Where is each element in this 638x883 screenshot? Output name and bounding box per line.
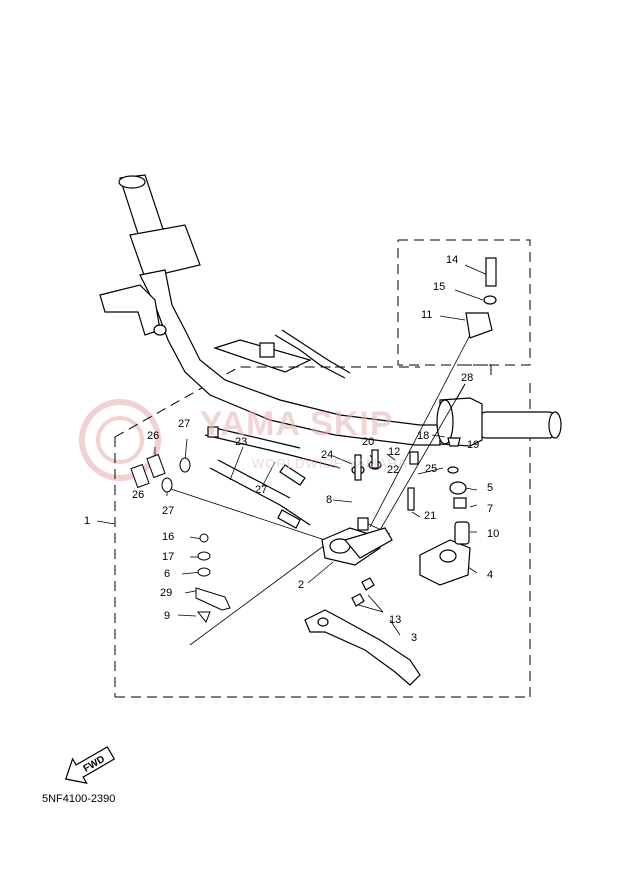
callout-18: 18 (417, 430, 430, 442)
callout-27-bottom: 27 (162, 505, 175, 517)
callout-23: 23 (235, 436, 248, 448)
callout-5: 5 (487, 482, 494, 494)
callout-29: 29 (160, 587, 173, 599)
lever-assembly (304, 257, 497, 686)
handlebar (99, 174, 441, 446)
callout-12: 12 (388, 446, 401, 458)
callout-25: 25 (425, 463, 438, 475)
hardware-parts (130, 453, 231, 623)
throttle-grip (436, 397, 562, 447)
part-code: 5NF4100-2390 (42, 793, 116, 805)
callout-9: 9 (164, 610, 171, 622)
callout-19: 19 (467, 439, 480, 451)
callout-21: 21 (424, 510, 437, 522)
callout-26-top: 26 (147, 430, 160, 442)
fwd-label: FWD (82, 754, 107, 775)
callout-17: 17 (162, 551, 175, 563)
callout-20: 20 (362, 436, 375, 448)
callout-24: 24 (321, 449, 334, 461)
watermark-logo (79, 399, 161, 481)
callout-26-bottom: 26 (132, 489, 145, 501)
callout-3: 3 (411, 632, 418, 644)
fwd-arrow: FWD (64, 746, 116, 784)
callout-11: 11 (421, 309, 433, 321)
callout-22: 22 (387, 464, 400, 476)
callout-4: 4 (487, 569, 494, 581)
callout-16: 16 (162, 531, 175, 543)
leader-lines (96, 264, 491, 646)
watermark-sub-text: WORLDWIDE YAMAHA (252, 456, 408, 471)
callout-8: 8 (326, 494, 333, 506)
callout-2: 2 (298, 579, 305, 591)
upper-box (397, 239, 531, 366)
callout-13: 13 (389, 614, 402, 626)
callout-7: 7 (487, 503, 494, 515)
callout-10: 10 (487, 528, 500, 540)
callout-30: 28 (461, 372, 474, 384)
throttle-cables (204, 329, 351, 529)
callout-14: 14 (446, 254, 459, 266)
callout-27-top: 27 (178, 418, 191, 430)
callout-15: 15 (433, 281, 446, 293)
callout-6: 6 (164, 568, 171, 580)
callout-1: 1 (84, 515, 91, 527)
callout-28: 27 (255, 484, 268, 496)
watermark-main-text: YAMA SKIP (200, 405, 394, 443)
